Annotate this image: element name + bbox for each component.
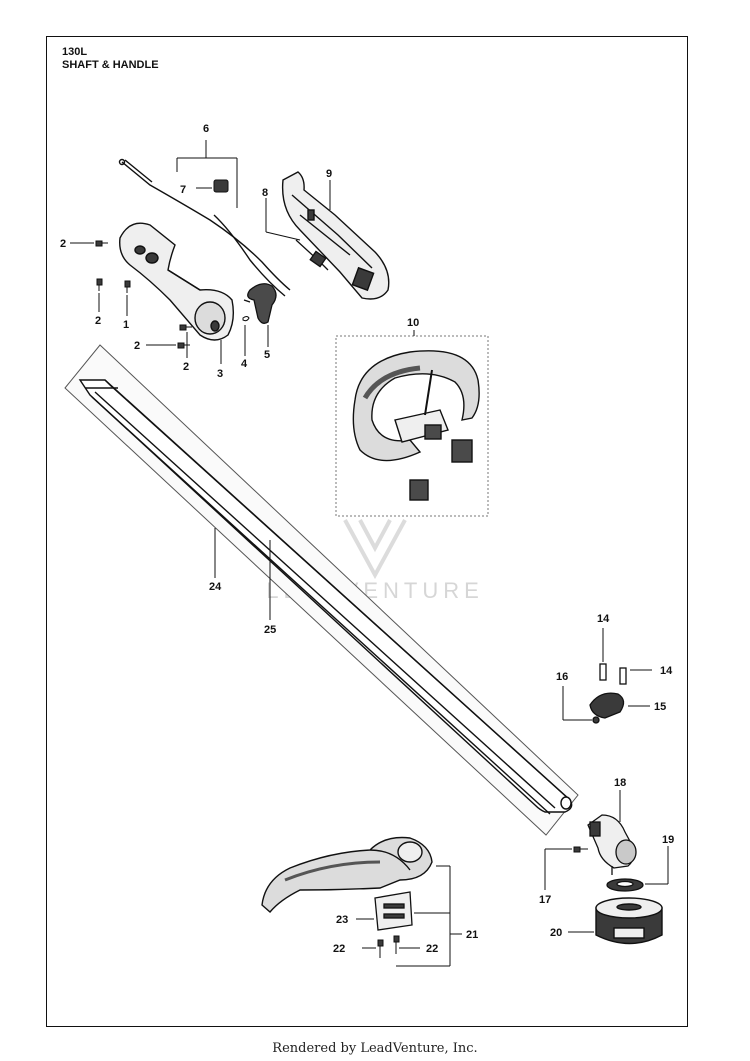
label-22b: 22 bbox=[426, 943, 438, 955]
label-5: 5 bbox=[264, 349, 270, 361]
label-21: 21 bbox=[466, 929, 478, 941]
label-1: 1 bbox=[123, 319, 129, 331]
part-labels: 6 7 8 9 2 2 1 2 2 3 4 5 10 24 25 14 14 1… bbox=[60, 123, 674, 955]
throttle-handle-part bbox=[119, 222, 235, 341]
label-14a: 14 bbox=[597, 613, 610, 625]
label-6: 6 bbox=[203, 123, 209, 135]
spring-part bbox=[242, 316, 250, 322]
label-20: 20 bbox=[550, 927, 562, 939]
clamp-part bbox=[589, 663, 627, 724]
label-17: 17 bbox=[539, 894, 551, 906]
screw-parts bbox=[95, 240, 192, 349]
label-3: 3 bbox=[217, 368, 223, 380]
footer-credit: Rendered by LeadVenture, Inc. bbox=[272, 1041, 478, 1056]
label-2a: 2 bbox=[60, 238, 66, 250]
label-16: 16 bbox=[556, 671, 568, 683]
label-8: 8 bbox=[262, 187, 268, 199]
throttle-cable-part bbox=[118, 158, 291, 297]
handle-housing-part bbox=[281, 171, 390, 300]
label-22a: 22 bbox=[333, 943, 345, 955]
label-15: 15 bbox=[654, 701, 666, 713]
watermark-logo bbox=[343, 519, 407, 580]
loop-handle-box bbox=[335, 335, 489, 517]
label-2d: 2 bbox=[183, 361, 189, 373]
label-19: 19 bbox=[662, 834, 674, 846]
section-label: SHAFT & HANDLE bbox=[62, 59, 159, 71]
guard-part bbox=[261, 836, 433, 913]
gear-screw-part bbox=[573, 846, 588, 853]
label-9: 9 bbox=[326, 168, 332, 180]
diagram-frame bbox=[46, 36, 688, 1027]
shaft-part bbox=[64, 344, 579, 836]
model-label: 130L bbox=[62, 46, 88, 58]
label-7: 7 bbox=[180, 184, 186, 196]
trimmer-head-part bbox=[595, 897, 663, 945]
label-25: 25 bbox=[264, 624, 276, 636]
diagram-title: 130L SHAFT & HANDLE bbox=[62, 46, 159, 72]
label-18: 18 bbox=[614, 777, 626, 789]
rod-part bbox=[295, 239, 329, 271]
label-4: 4 bbox=[241, 358, 248, 370]
washer-part bbox=[606, 878, 644, 892]
connector-part bbox=[196, 179, 229, 193]
label-10: 10 bbox=[407, 317, 419, 329]
label-2c: 2 bbox=[134, 340, 140, 352]
gear-head-part bbox=[587, 814, 637, 875]
label-24: 24 bbox=[209, 581, 222, 593]
label-14b: 14 bbox=[660, 665, 673, 677]
trigger-part bbox=[243, 283, 277, 324]
loop-handle-part bbox=[352, 350, 480, 501]
guard-bracket-part bbox=[374, 891, 413, 931]
label-2b: 2 bbox=[95, 315, 101, 327]
guard-screw-parts bbox=[377, 935, 400, 958]
label-23: 23 bbox=[336, 914, 348, 926]
